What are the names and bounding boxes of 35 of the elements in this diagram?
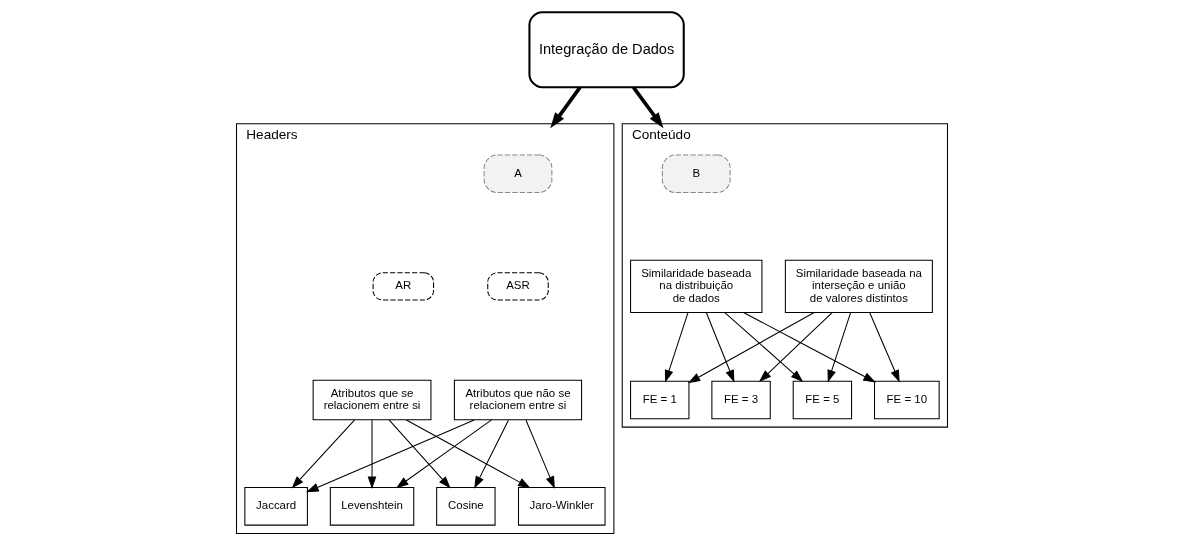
arrow — [367, 419, 377, 489]
arrow — [827, 311, 852, 383]
node-box: Similaridade baseada na distribuição de dados — [630, 259, 763, 313]
arrow — [396, 419, 493, 489]
arrow — [632, 86, 664, 129]
node-box: FE = 5 — [792, 380, 853, 420]
arrow — [405, 419, 531, 489]
node-box: Levenshtein — [329, 487, 415, 526]
arrow — [291, 419, 355, 489]
arrow — [550, 86, 582, 129]
node-box: ASR — [487, 272, 549, 301]
node-box: Atributos que não se relacionem entre si — [453, 379, 583, 421]
arrow — [664, 311, 689, 383]
node-box: B — [661, 154, 731, 194]
node-box: Cosine — [436, 487, 496, 526]
node-box: AR — [372, 272, 435, 301]
arrow — [869, 311, 900, 383]
arrow — [724, 311, 804, 382]
arrow — [758, 311, 833, 383]
node-box: Jaccard — [244, 487, 308, 526]
arrow — [525, 419, 555, 489]
arrow — [687, 311, 815, 384]
node-box: Jaro-Winkler — [518, 487, 606, 526]
node-box: FE = 10 — [874, 380, 940, 420]
node-box: A — [483, 154, 553, 194]
node-box: Similaridade baseada na interseção e união de valores distintos — [784, 259, 933, 313]
arrow — [306, 419, 475, 493]
arrow — [474, 419, 509, 489]
arrow — [705, 311, 735, 383]
arrow — [388, 419, 451, 489]
node-box: Atributos que se relacionem entre si — [312, 379, 432, 421]
node-box: FE = 3 — [711, 380, 771, 420]
node-box: FE = 1 — [630, 380, 690, 420]
node-box: Integração de Dados — [528, 11, 685, 89]
arrow — [743, 311, 876, 383]
